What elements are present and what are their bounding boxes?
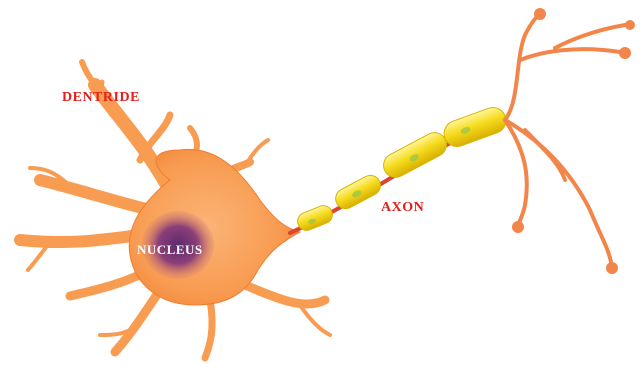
nucleus-label: NUCLEUS bbox=[137, 242, 203, 258]
dendrite-label: DENTRIDE bbox=[62, 90, 140, 106]
axon-label: AXON bbox=[381, 200, 424, 216]
